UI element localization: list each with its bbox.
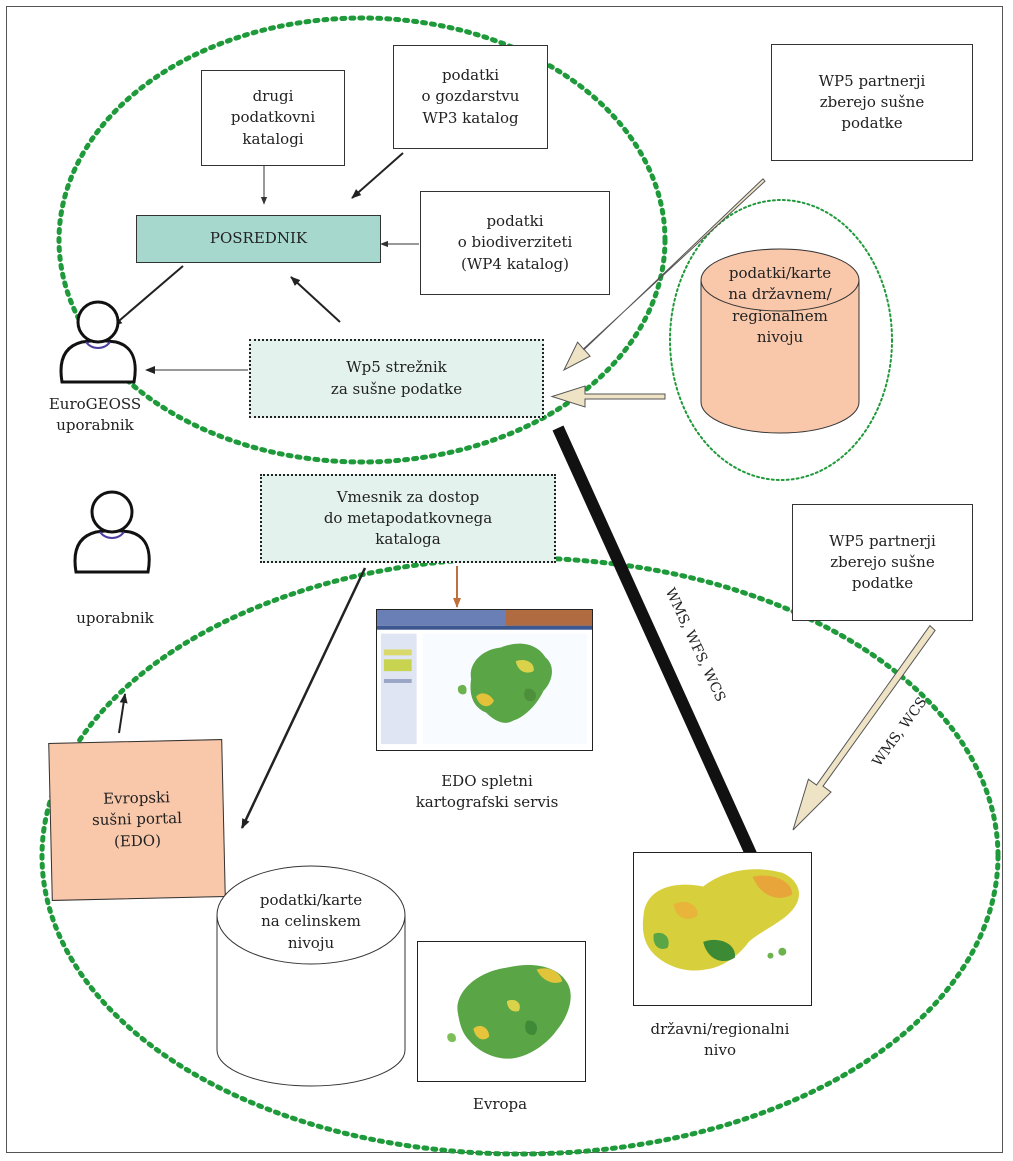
arrow-national-to-server: [550, 385, 666, 408]
arrow-server-to-broker: [290, 276, 341, 323]
arrow-portal-to-user: [118, 693, 128, 734]
continental-data-label: podatki/karte na celinskem nivoju: [259, 891, 363, 952]
edo-web-map-screenshot: [376, 609, 593, 751]
user-icon: [73, 490, 151, 574]
european-drought-portal-label: Evropski sušni portal (EDO): [91, 788, 183, 851]
national-region-outline: [669, 199, 893, 481]
metadata-interface-box: Vmesnik za dostop do metapodatkovnega ka…: [260, 474, 556, 563]
arrow-broker-to-user: [112, 265, 184, 327]
biodiversity-catalog-box: podatki o biodiverziteti (WP4 katalog): [420, 191, 610, 295]
arrow-partners-to-national: [792, 624, 936, 831]
europe-label: Evropa: [472, 1095, 528, 1113]
top-region-outline: [56, 15, 668, 465]
national-regional-label: državni/regionalni nivo: [650, 1020, 790, 1059]
europe-map: [417, 941, 586, 1082]
national-data-label: podatki/karte na državnem/ regionalnem n…: [728, 264, 832, 346]
european-drought-portal-box: Evropski sušni portal (EDO): [48, 739, 226, 901]
wp5-server-label: Wp5 strežnik za sušne podatke: [330, 358, 463, 398]
arrow-server-to-national: [552, 425, 771, 888]
arrow-partners-to-server: [562, 178, 766, 372]
biodiversity-catalog-label: podatki o biodiverziteti (WP4 katalog): [457, 212, 573, 273]
other-catalogs-label: drugi podatkovni katalogi: [230, 87, 316, 148]
broker-label: POSREDNIK: [209, 229, 308, 248]
metadata-interface-label: Vmesnik za dostop do metapodatkovnega ka…: [323, 487, 493, 549]
arrow-interface-to-portal: [240, 567, 367, 829]
national-data-cylinder: [700, 248, 860, 434]
edo-service-label: EDO spletni kartografski servis: [415, 772, 559, 811]
national-regional-map: [633, 852, 812, 1006]
wp5-partners-bottom-box: WP5 partnerji zberejo sušne podatke: [792, 504, 973, 621]
forestry-catalog-box: podatki o gozdarstvu WP3 katalog: [393, 45, 548, 149]
wp5-server-box: Wp5 strežnik za sušne podatke: [249, 339, 544, 418]
other-catalogs-box: drugi podatkovni katalogi: [201, 70, 345, 166]
continental-data-cylinder: [216, 865, 406, 1087]
wp5-partners-bottom-label: WP5 partnerji zberejo sušne podatke: [829, 531, 936, 593]
eurogeoss-user-icon: [59, 300, 137, 384]
user-label: uporabnik: [76, 609, 154, 627]
eurogeoss-user-label: EuroGEOSS uporabnik: [48, 395, 142, 434]
wp5-partners-top-box: WP5 partnerji zberejo sušne podatke: [771, 44, 973, 161]
broker-box: POSREDNIK: [136, 215, 381, 263]
forestry-catalog-label: podatki o gozdarstvu WP3 katalog: [421, 66, 520, 127]
wp5-partners-top-label: WP5 partnerji zberejo sušne podatke: [818, 71, 926, 133]
arrow-forestry-to-broker: [351, 152, 404, 199]
